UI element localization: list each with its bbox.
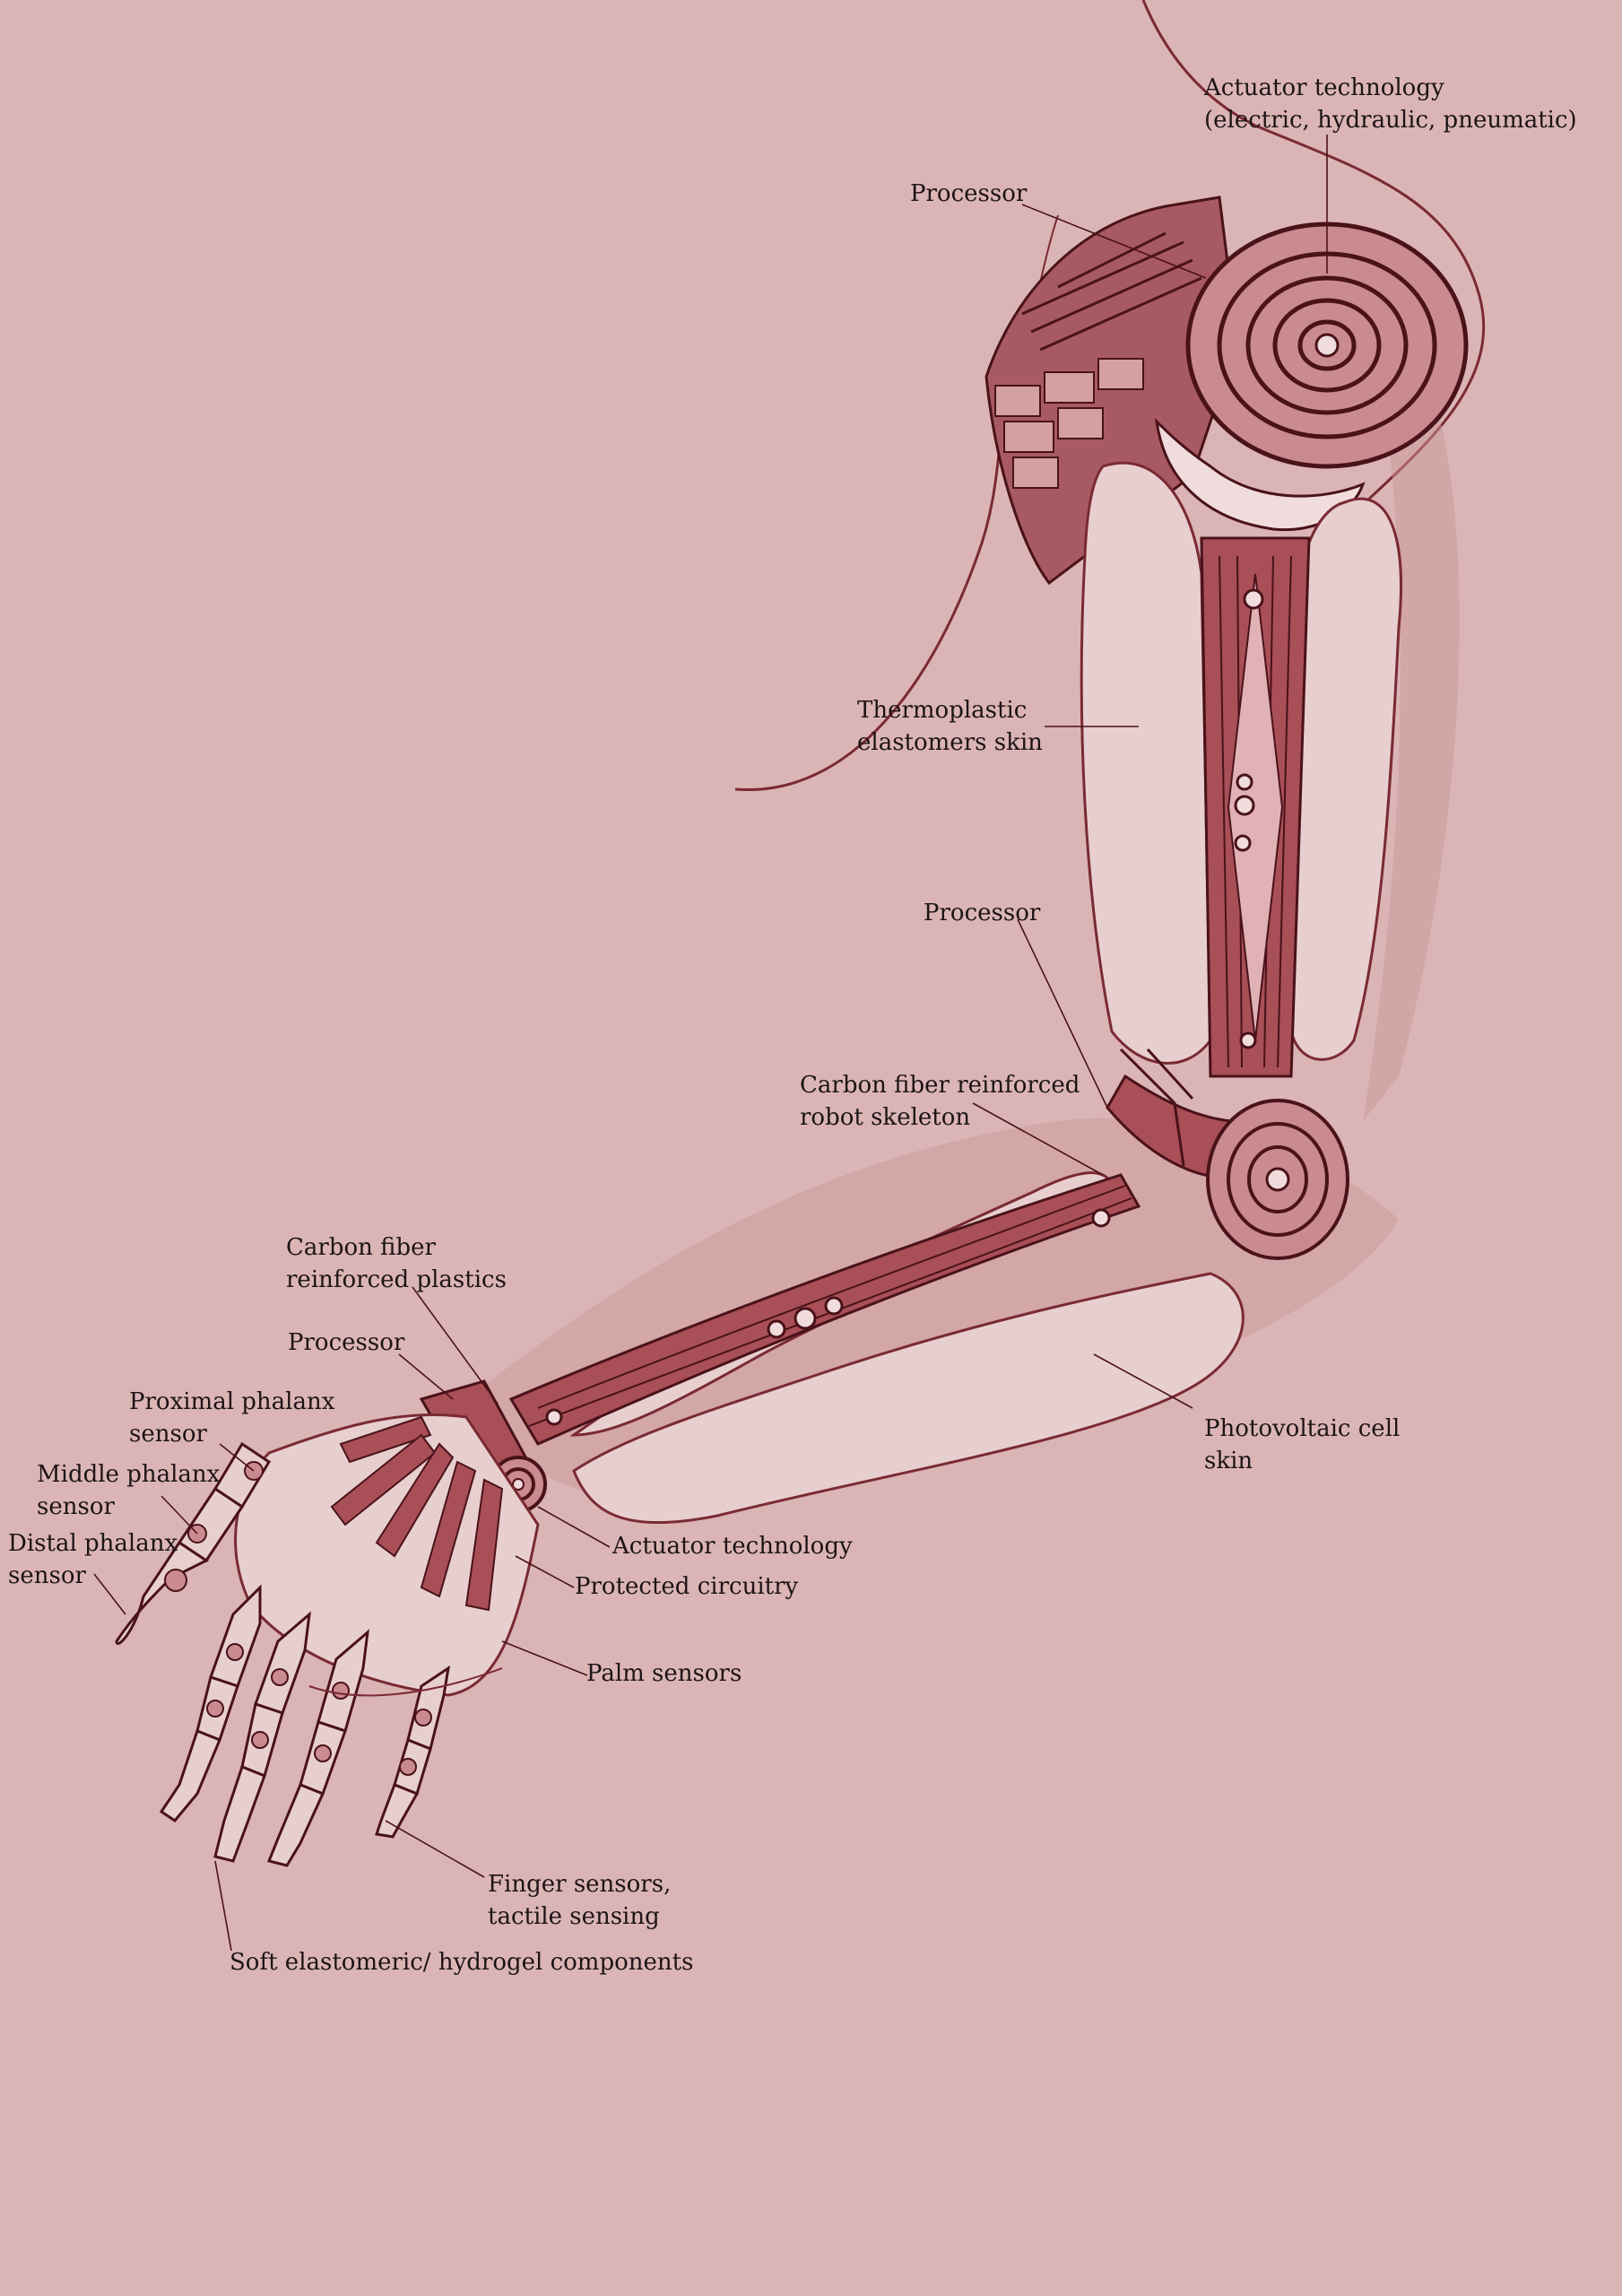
label-line: elastomers skin xyxy=(857,729,1043,756)
leader-proximal xyxy=(219,1443,255,1472)
label-proximal-phalanx-sensor: Proximal phalanx sensor xyxy=(129,1386,334,1450)
leader-soft xyxy=(214,1860,232,1952)
label-line: skin xyxy=(1204,1448,1253,1474)
label-middle-phalanx-sensor: Middle phalanx sensor xyxy=(37,1458,220,1523)
label-actuator-technology-wrist: Actuator technology xyxy=(612,1530,853,1562)
upper-arm-skin-left xyxy=(1080,461,1212,1065)
label-line: Photovoltaic cell xyxy=(1204,1415,1401,1442)
label-carbon-fiber-plastics: Carbon fiber reinforced plastics xyxy=(286,1231,507,1296)
leader-processor-elbow xyxy=(1017,918,1108,1109)
label-line: Finger sensors, xyxy=(488,1871,672,1898)
label-processor-shoulder: Processor xyxy=(910,178,1027,210)
label-line: Actuator technology xyxy=(612,1533,853,1560)
thumb xyxy=(115,1441,272,1645)
arm-shadow xyxy=(466,1118,1399,1501)
forearm-skeleton xyxy=(508,1173,1141,1446)
upper-arm-screws xyxy=(1234,588,1264,1049)
shoulder-pad xyxy=(1154,417,1366,532)
forearm-screws xyxy=(545,1208,1111,1426)
label-line: Processor xyxy=(288,1329,405,1356)
upper-shadow xyxy=(1363,314,1460,1121)
label-protected-circuitry: Protected circuitry xyxy=(575,1570,798,1603)
shoulder-armor-plates xyxy=(994,358,1144,489)
label-line: Palm sensors xyxy=(586,1660,742,1687)
label-line: Distal phalanx xyxy=(8,1530,178,1557)
label-line: tactile sensing xyxy=(488,1903,660,1930)
label-line: robot skeleton xyxy=(800,1104,971,1131)
leader-actuator-wrist xyxy=(537,1506,611,1548)
shoulder-stripes xyxy=(1021,231,1202,352)
leader-palm xyxy=(501,1640,588,1676)
leader-processor-wrist xyxy=(398,1353,454,1400)
label-line: Processor xyxy=(910,180,1028,207)
label-line: Carbon fiber xyxy=(286,1234,436,1261)
label-processor-wrist: Processor xyxy=(288,1326,404,1359)
label-carbon-fiber-skeleton: Carbon fiber reinforced robot skeleton xyxy=(800,1069,1080,1134)
leader-cf-plastics xyxy=(412,1286,499,1405)
forearm-skin-lower xyxy=(572,1272,1245,1525)
label-line: reinforced plastics xyxy=(286,1266,507,1293)
leader-pv-skin xyxy=(1093,1353,1193,1409)
label-line: Proximal phalanx xyxy=(129,1388,335,1415)
label-line: (electric, hydraulic, pneumatic) xyxy=(1204,107,1577,134)
forearm-skeleton-lines xyxy=(528,1185,1132,1427)
label-line: Protected circuitry xyxy=(575,1573,799,1600)
label-distal-phalanx-sensor: Distal phalanx sensor xyxy=(8,1527,178,1592)
leader-cf-skeleton xyxy=(972,1102,1104,1176)
leader-distal xyxy=(93,1573,126,1615)
label-line: sensor xyxy=(37,1493,115,1520)
leader-middle xyxy=(160,1495,198,1535)
label-processor-elbow: Processor xyxy=(924,897,1040,929)
metacarpal-struts xyxy=(330,1415,504,1612)
label-line: Thermoplastic xyxy=(857,697,1028,724)
elbow-joint-icon xyxy=(1206,1099,1349,1260)
leader-protected xyxy=(515,1555,575,1588)
label-line: Actuator technology xyxy=(1204,74,1444,101)
label-finger-sensors: Finger sensors, tactile sensing xyxy=(488,1868,671,1933)
leader-lines xyxy=(93,135,1328,1952)
label-line: Processor xyxy=(924,900,1041,926)
elbow-struts xyxy=(1119,1048,1194,1167)
label-line: Middle phalanx xyxy=(37,1461,221,1488)
leader-finger xyxy=(385,1820,485,1878)
finger-little xyxy=(375,1665,451,1839)
palm-outline xyxy=(308,1667,503,1697)
label-photovoltaic-skin: Photovoltaic cell skin xyxy=(1204,1413,1400,1477)
label-line: Soft elastomeric/ hydrogel components xyxy=(230,1949,694,1976)
leader-processor-shoulder xyxy=(1021,204,1207,279)
label-thermoplastic-skin: Thermoplastic elastomers skin xyxy=(857,694,1043,759)
label-line: sensor xyxy=(129,1421,207,1448)
label-line: sensor xyxy=(8,1562,86,1589)
label-palm-sensors: Palm sensors xyxy=(586,1657,742,1690)
label-actuator-technology-shoulder: Actuator technology (electric, hydraulic… xyxy=(1204,72,1577,136)
label-soft-elastomeric-components: Soft elastomeric/ hydrogel components xyxy=(230,1946,693,1979)
label-line: Carbon fiber reinforced xyxy=(800,1072,1080,1099)
